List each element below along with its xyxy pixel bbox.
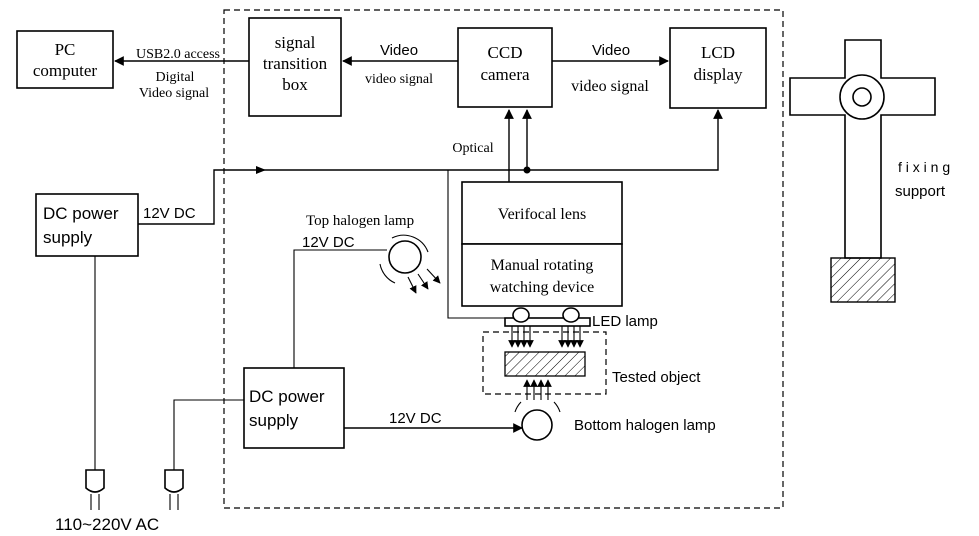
ac-line-right <box>173 399 244 470</box>
plug-icon-right <box>164 469 184 510</box>
lcd-line-1: LCD <box>701 43 735 62</box>
ac-voltage-label: 110~220V AC <box>55 515 159 534</box>
video-label-left: Video <box>380 42 418 59</box>
fixing-support <box>789 39 936 303</box>
dc12-top-label: 12V DC <box>143 205 196 222</box>
signal-box-line-2: transition <box>263 54 328 73</box>
tested-object <box>504 351 586 377</box>
pc-line-2: computer <box>33 61 98 80</box>
fixing-label-2: support <box>895 183 946 200</box>
ccd-line-2: camera <box>480 65 530 84</box>
fixing-label-1: f i x i n g <box>898 159 950 175</box>
top-halogen-label: Top halogen lamp <box>306 213 414 229</box>
signal-box-line-1: signal <box>275 33 316 52</box>
dc-power-supply-top: DC power supply <box>35 193 139 257</box>
rotating-line-2: watching device <box>490 279 594 296</box>
lcd-line-2: display <box>693 65 743 84</box>
dc12-mid-label: 12V DC <box>302 234 355 251</box>
rotating-line-1: Manual rotating <box>491 257 594 274</box>
led-power-line <box>447 170 505 319</box>
dc-power-supply-bottom: DC power supply <box>243 367 345 449</box>
verifocal-lens-box: Verifocal lens <box>461 181 623 245</box>
pc-line-1: PC <box>55 40 76 59</box>
video-signal-label-right: video signal <box>571 78 649 95</box>
led-lamp-assembly <box>504 307 591 348</box>
video-signal-label-left: video signal <box>365 72 433 87</box>
power-line-arrowhead <box>256 166 266 174</box>
video-label-right: Video <box>592 42 630 59</box>
lens-label: Verifocal lens <box>498 206 586 223</box>
top-halogen-power-line <box>293 249 387 368</box>
plug-icon-left <box>85 469 105 510</box>
optical-label: Optical <box>452 141 493 156</box>
dc12-bottom-label: 12V DC <box>389 410 442 427</box>
bottom-halogen-lamp <box>514 401 561 441</box>
bottom-halogen-label: Bottom halogen lamp <box>574 417 716 434</box>
signal-transition-box: signal transition box <box>248 17 342 117</box>
ccd-camera-box: CCD camera <box>457 27 553 108</box>
signal-box-line-3: box <box>282 75 308 94</box>
digital-label: Digital <box>156 70 195 85</box>
tested-object-region <box>482 331 607 395</box>
pc-computer-box: PC computer <box>16 30 114 89</box>
lcd-display-box: LCD display <box>669 27 767 109</box>
manual-rotating-box: Manual rotating watching device <box>461 243 623 307</box>
usb-label: USB2.0 access <box>136 47 220 62</box>
dc-top-line-2: supply <box>43 228 93 247</box>
dc-bottom-line-1: DC power <box>249 387 325 406</box>
tested-object-label: Tested object <box>612 369 701 386</box>
top-halogen-lamp <box>379 234 441 294</box>
bottom-light-arrows <box>523 379 552 400</box>
video-signal-label-left-2: Video signal <box>139 86 209 101</box>
dc-top-line-1: DC power <box>43 204 119 223</box>
led-lamp-label: LED lamp <box>592 313 658 330</box>
ccd-line-1: CCD <box>488 43 523 62</box>
enclosure-boundary <box>223 9 784 509</box>
power-line-top <box>138 109 723 225</box>
dc-bottom-line-2: supply <box>249 411 299 430</box>
